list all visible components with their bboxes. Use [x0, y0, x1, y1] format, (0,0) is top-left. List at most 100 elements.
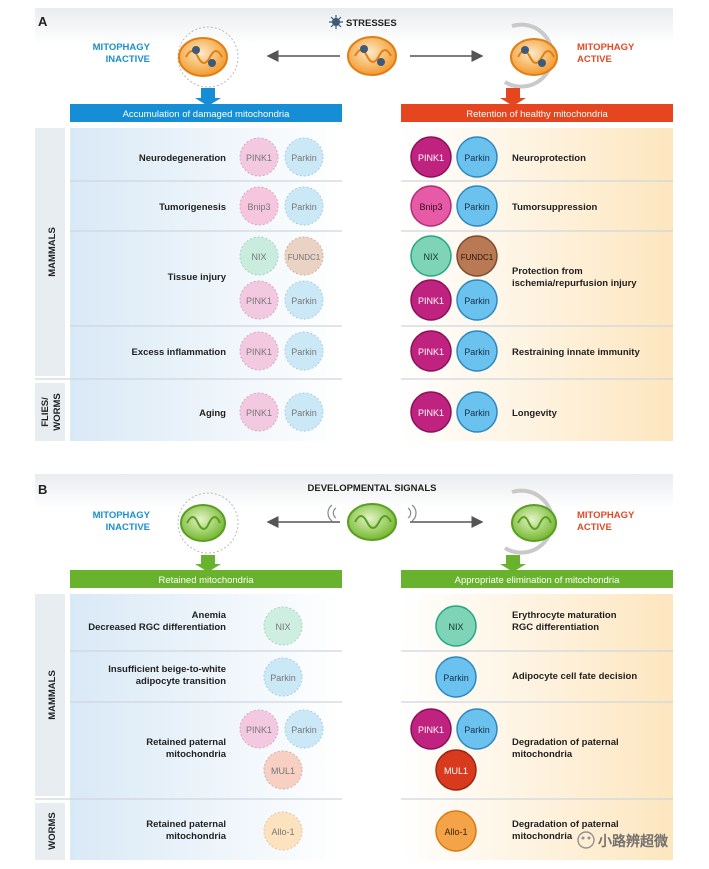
- b-group-worms: [35, 803, 65, 860]
- svg-text:Parkin: Parkin: [464, 725, 490, 735]
- svg-text:NIX: NIX: [448, 622, 463, 632]
- group-flies-label2: WORMS: [52, 393, 63, 430]
- banner-retention: [401, 104, 673, 122]
- a-row5-left: Aging: [199, 408, 226, 419]
- svg-text:NIX: NIX: [251, 252, 266, 262]
- a-row5-right: Longevity: [512, 408, 558, 419]
- a-row2-right: Tumorsuppression: [512, 202, 598, 213]
- a-row3-right-line2: ischemia/repurfusion injury: [512, 278, 637, 289]
- svg-text:Parkin: Parkin: [443, 673, 469, 683]
- b-left-row1-nix: NIX: [263, 606, 303, 646]
- b-down-arrow-left: [195, 555, 221, 572]
- b-group-worms-label: WORMS: [47, 812, 58, 849]
- group-flies-label1: FLIES/: [40, 397, 51, 427]
- b-row4-right-line1: Degradation of paternal: [512, 819, 619, 830]
- svg-text:Allo-1: Allo-1: [271, 827, 294, 837]
- a-left-row3-pink1: PINK1: [239, 280, 279, 320]
- svg-text:Parkin: Parkin: [464, 408, 490, 418]
- group-mammals-a: [35, 128, 65, 376]
- b-row4-left-line2: mitochondria: [166, 831, 227, 842]
- svg-text:Parkin: Parkin: [464, 296, 490, 306]
- stressed-mitochondrion-icon: [347, 36, 397, 76]
- panel-b-header: DEVELOPMENTAL SIGNALS: [308, 483, 437, 494]
- b-left-state-line2: INACTIVE: [106, 522, 150, 533]
- right-region-bg: [401, 128, 673, 441]
- svg-text:NIX: NIX: [423, 252, 438, 262]
- b-left-row3-mul1: MUL1: [263, 750, 303, 790]
- b-row2-left-line1: Insufficient beige-to-white: [108, 664, 226, 675]
- svg-text:PINK1: PINK1: [246, 725, 272, 735]
- svg-text:PINK1: PINK1: [246, 408, 272, 418]
- a-right-row1-pink1: PINK1: [410, 136, 452, 178]
- a-right-row1-parkin: Parkin: [456, 136, 498, 178]
- a-row1-left: Neurodegeneration: [139, 153, 226, 164]
- b-row1-right-line1: Erythrocyte maturation: [512, 610, 617, 621]
- a-right-row3-parkin: Parkin: [456, 279, 498, 321]
- panel-a-letter: A: [38, 14, 48, 29]
- a-left-row1-parkin: Parkin: [284, 137, 324, 177]
- a-right-row3-fundc1: FUNDC1: [456, 235, 498, 277]
- right-state-line1: MITOPHAGY: [577, 42, 635, 53]
- a-row4-left: Excess inflammation: [131, 347, 226, 358]
- svg-text:NIX: NIX: [275, 622, 290, 632]
- panel-a-header: STRESSES: [346, 18, 397, 29]
- banner-accumulation-text: Accumulation of damaged mitochondria: [123, 109, 291, 120]
- svg-text:Parkin: Parkin: [291, 202, 317, 212]
- b-right-row2-parkin: Parkin: [435, 656, 477, 698]
- svg-text:Parkin: Parkin: [464, 153, 490, 163]
- left-state-line2: INACTIVE: [106, 54, 150, 65]
- signal-waves-icon: [327, 504, 417, 522]
- b-row3-right-line1: Degradation of paternal: [512, 737, 619, 748]
- left-state-line1: MITOPHAGY: [93, 42, 151, 53]
- svg-text:Parkin: Parkin: [291, 408, 317, 418]
- b-left-row3-pink1: PINK1: [239, 709, 279, 749]
- a-right-row3-nix: NIX: [410, 235, 452, 277]
- svg-text:MUL1: MUL1: [444, 766, 468, 776]
- svg-text:Parkin: Parkin: [291, 296, 317, 306]
- b-row4-right-line2: mitochondria: [512, 831, 573, 842]
- b-row1-left-line1: Anemia: [192, 610, 227, 621]
- b-down-arrow-right: [500, 555, 526, 572]
- banner-retained: [70, 570, 342, 588]
- svg-text:Parkin: Parkin: [464, 347, 490, 357]
- svg-text:FUNDC1: FUNDC1: [461, 253, 494, 262]
- b-left-row4-allo1: Allo-1: [263, 811, 303, 851]
- a-left-row2-bnip3: Bnip3: [239, 186, 279, 226]
- b-right-state-line1: MITOPHAGY: [577, 510, 635, 521]
- down-arrow-blue: [195, 88, 221, 106]
- green-mitochondrion-center-icon: [347, 503, 397, 541]
- row-dividers-a: [35, 180, 673, 380]
- right-state-line2: ACTIVE: [577, 54, 612, 65]
- a-row3-right-line1: Protection from: [512, 266, 583, 277]
- banner-elimination: [401, 570, 673, 588]
- a-left-row5-parkin: Parkin: [284, 392, 324, 432]
- b-row3-right-line2: mitochondria: [512, 749, 573, 760]
- a-right-row2-bnip3: Bnip3: [410, 185, 452, 227]
- b-right-row3-parkin: Parkin: [456, 708, 498, 750]
- b-row3-left-line2: mitochondria: [166, 749, 227, 760]
- b-left-state-line1: MITOPHAGY: [93, 510, 151, 521]
- svg-text:PINK1: PINK1: [418, 153, 444, 163]
- phagophore-dashed-outline-b: [177, 492, 239, 554]
- watermark-text: 小路辨超微: [598, 833, 669, 849]
- svg-text:Bnip3: Bnip3: [247, 202, 270, 212]
- svg-text:Parkin: Parkin: [291, 347, 317, 357]
- a-left-row1-pink1: PINK1: [239, 137, 279, 177]
- svg-text:Parkin: Parkin: [270, 673, 296, 683]
- a-left-row3-nix: NIX: [239, 236, 279, 276]
- a-right-row2-parkin: Parkin: [456, 185, 498, 227]
- b-row2-right: Adipocyte cell fate decision: [512, 671, 637, 682]
- svg-text:PINK1: PINK1: [418, 347, 444, 357]
- svg-text:PINK1: PINK1: [246, 153, 272, 163]
- a-left-row2-parkin: Parkin: [284, 186, 324, 226]
- b-left-row2-parkin: Parkin: [263, 657, 303, 697]
- svg-text:MUL1: MUL1: [271, 766, 295, 776]
- down-arrow-red: [500, 88, 526, 106]
- green-mitochondrion-right-icon: [511, 504, 557, 542]
- b-group-mammals-label: MAMMALS: [47, 670, 58, 720]
- svg-text:FUNDC1: FUNDC1: [288, 253, 321, 262]
- group-mammals-a-label: MAMMALS: [47, 227, 58, 277]
- svg-text:Parkin: Parkin: [291, 725, 317, 735]
